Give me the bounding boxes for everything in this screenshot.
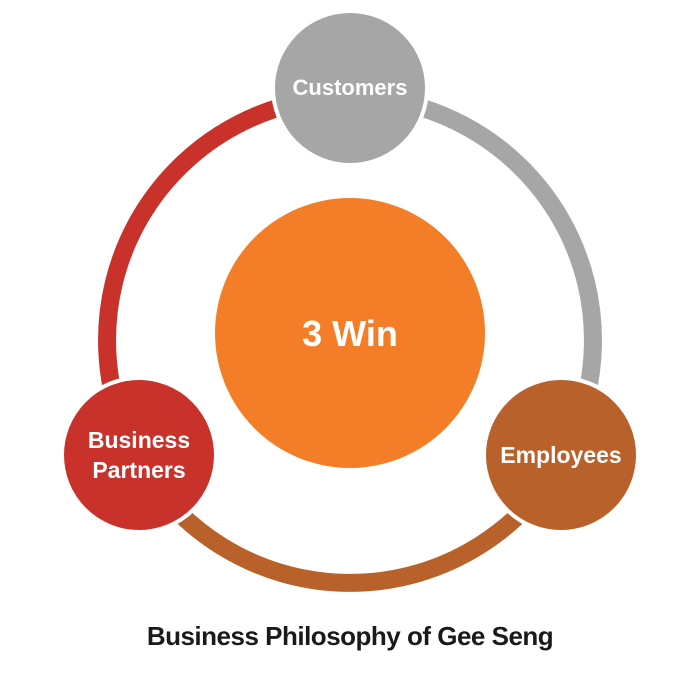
- business-partners-node: Business Partners: [60, 376, 218, 534]
- employees-circle: [482, 376, 640, 534]
- diagram-caption: Business Philosophy of Gee Seng: [146, 621, 554, 651]
- business-partners-label-line2: Partners: [92, 457, 185, 483]
- customers-label: Customers: [293, 75, 408, 100]
- business-partners-label-line1: Business: [88, 427, 190, 453]
- customers-circle: [271, 9, 429, 167]
- employees-node: Employees: [482, 376, 640, 534]
- center-circle: [215, 198, 485, 468]
- business-partners-circle: [60, 376, 218, 534]
- center-label: 3 Win: [302, 313, 398, 354]
- employees-label: Employees: [500, 442, 621, 468]
- customers-node: Customers: [271, 9, 429, 167]
- ring-arc-employees-partners: [131, 456, 569, 592]
- center-node: 3 Win: [215, 198, 485, 468]
